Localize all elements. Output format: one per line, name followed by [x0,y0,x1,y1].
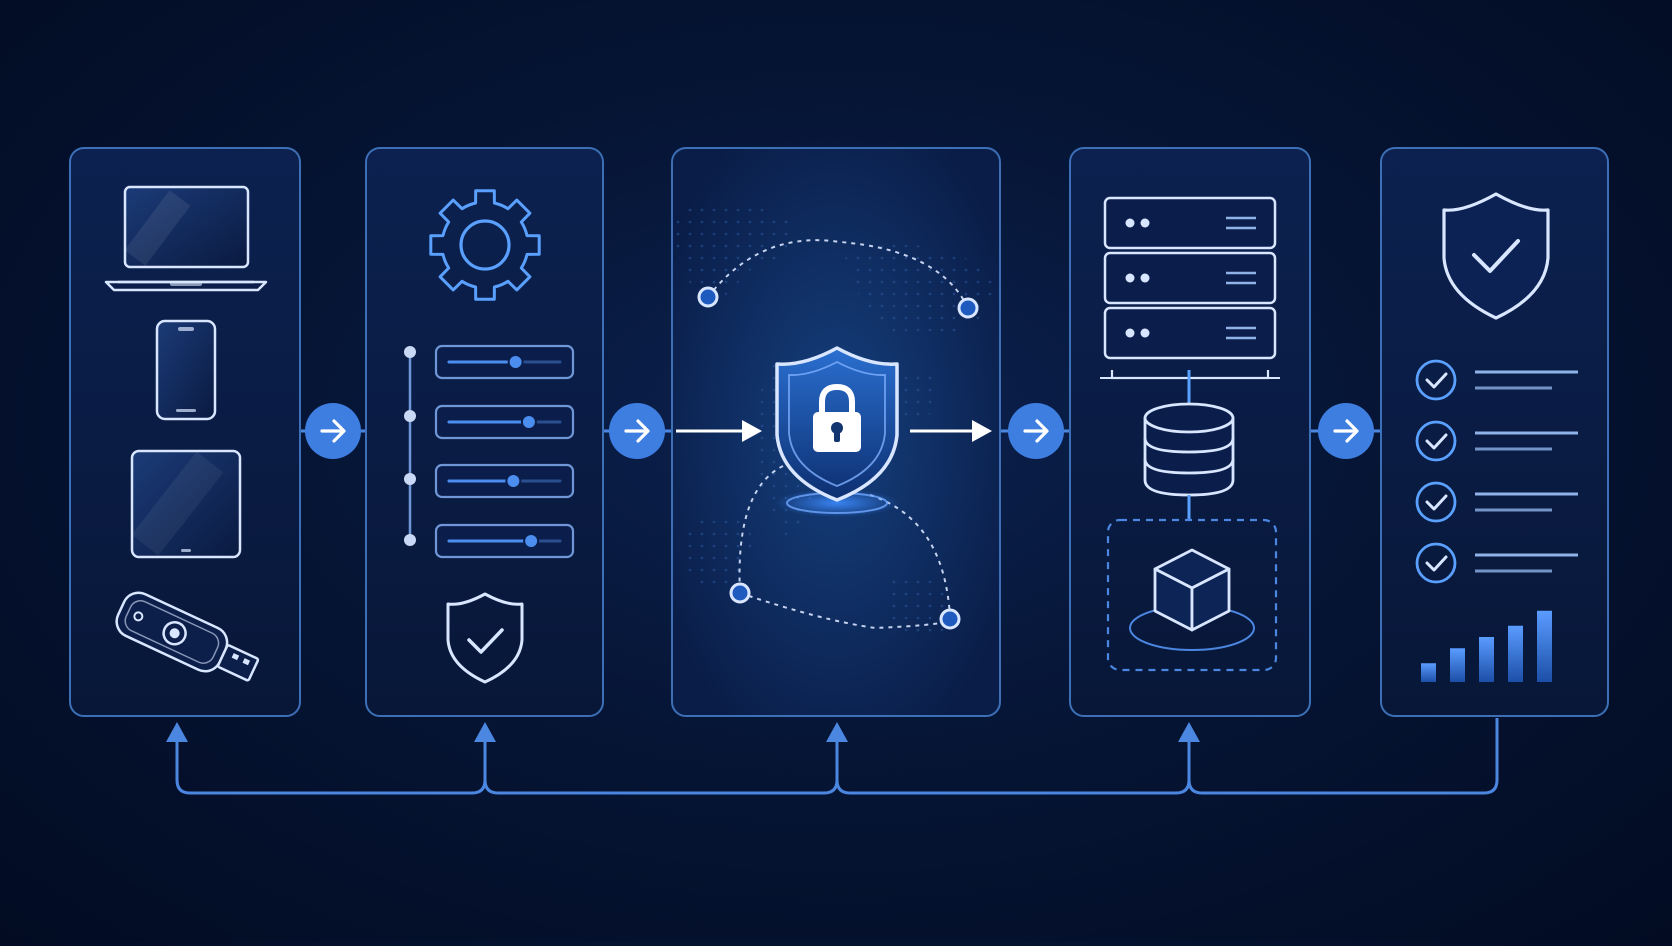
checklist-item [1415,481,1578,523]
check-circle-icon [1415,542,1457,584]
shield-check-icon [446,592,524,684]
arrow-up-icon [826,722,848,742]
arrow-right-icon [742,420,762,442]
checklist-item [1415,420,1578,462]
smartphone-icon [155,319,217,421]
stage-verification-panel [1380,147,1609,717]
shield-check-icon [1442,192,1550,320]
slider-icon [434,523,575,559]
arrow-right-icon [305,403,361,459]
server-unit [1103,306,1277,360]
feedback-arrowheads [166,722,1200,742]
bar [1537,610,1552,682]
flow-arrows [676,420,992,442]
database-icon [1143,402,1235,497]
network-route-lines [707,239,969,630]
arrow-right-icon [1318,403,1374,459]
tablet-icon [130,449,242,559]
bar [1479,637,1494,682]
bar [1508,625,1523,682]
server-unit [1103,251,1277,305]
cube-icon [1153,548,1231,632]
server-rack-icon [1103,196,1277,360]
arrow-right-icon [1008,403,1064,459]
check-circle-icon [1415,420,1457,462]
settings-sliders [434,344,575,559]
arrow-up-icon [1178,722,1200,742]
slider-knob [507,354,524,370]
slider-knob [505,473,522,489]
usb-security-key-icon [115,591,260,682]
check-circle-icon [1415,359,1457,401]
slider-icon [434,463,575,499]
server-unit [1103,196,1277,250]
arrow-right-icon [609,403,665,459]
slider-icon [434,404,575,440]
bar [1421,663,1436,682]
stage-secure-network-panel [671,147,1001,717]
gear-icon [429,189,541,301]
feedback-loop [175,718,1499,795]
container-boundary [1106,518,1278,672]
bar-chart-icon [1421,610,1552,682]
stage-devices-panel [69,147,301,717]
slider-icon [434,344,575,380]
laptop-icon [104,185,268,292]
network-node-icon [697,286,979,630]
arrow-up-icon [474,722,496,742]
checklist-icon [1415,359,1578,584]
slider-knob [520,414,537,430]
bar [1450,648,1465,682]
slider-knob [523,533,540,549]
check-circle-icon [1415,481,1457,523]
stage-configuration-panel [365,147,604,717]
stage-connectors [305,403,1374,459]
shield-lock-icon [775,346,899,502]
arrow-up-icon [166,722,188,742]
settings-tree [404,346,416,546]
checklist-item [1415,542,1578,584]
arrow-right-icon [972,420,992,442]
stage-infrastructure-panel [1069,147,1311,717]
checklist-item [1415,359,1578,401]
